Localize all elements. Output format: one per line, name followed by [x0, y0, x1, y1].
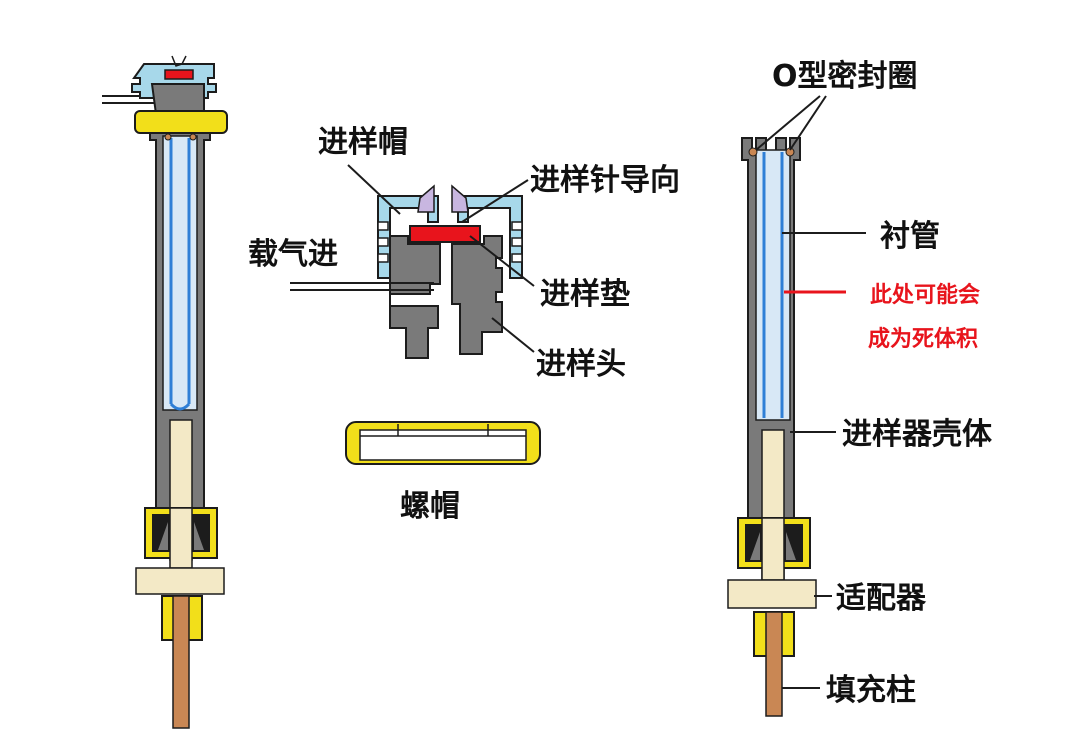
- label-septum: 进样垫: [540, 277, 630, 312]
- label-nut: 螺帽: [400, 489, 460, 524]
- center-needle-guide-right: [451, 184, 469, 213]
- right-adapter: [727, 579, 817, 609]
- nut-bore: [359, 429, 527, 461]
- center-septum: [409, 225, 481, 243]
- left-needle-guide: [171, 55, 187, 67]
- center-inlet-head-right: [451, 235, 503, 355]
- center-needle-guide-left: [417, 184, 435, 213]
- left-nut: [134, 110, 228, 134]
- label-o-ring: O型密封圈: [772, 59, 918, 94]
- label-injector-body: 进样器壳体: [842, 417, 993, 452]
- leader-inlet-head: [491, 317, 535, 353]
- left-injector-assembly: [102, 55, 228, 729]
- leader-o-ring-left: [755, 95, 821, 151]
- label-inlet-head: 进样头: [536, 347, 626, 382]
- right-ferrule: [750, 532, 796, 560]
- center-inlet-head-left: [389, 235, 441, 359]
- label-dead-volume-line1: 此处可能会: [870, 282, 980, 308]
- labels: 进样帽 进样针导向 载气进 进样垫 进样头 螺帽 O型密封圈 衬管 此处可能会 …: [248, 59, 993, 708]
- center-cap-right-notches: [511, 221, 523, 263]
- center-exploded-head: [290, 164, 535, 359]
- right-packed-column: [765, 611, 783, 717]
- left-septum: [164, 69, 194, 80]
- label-needle-guide: 进样针导向: [530, 163, 680, 198]
- left-o-ring-a: [164, 133, 172, 141]
- leader-needle-guide: [461, 179, 529, 223]
- label-carrier-gas-in: 载气进: [248, 237, 338, 272]
- right-injector-assembly: [727, 95, 866, 717]
- center-cap-left-notches: [377, 221, 389, 263]
- left-ferrule: [158, 522, 204, 550]
- leader-inlet-cap: [347, 164, 401, 215]
- left-adapter-stem: [169, 507, 193, 569]
- label-adapter: 适配器: [836, 581, 927, 616]
- left-adapter: [135, 567, 225, 595]
- center-nut: [345, 421, 541, 465]
- right-adapter-stem: [761, 517, 785, 581]
- left-liner-bottom: [169, 402, 191, 411]
- right-o-ring-right: [785, 147, 795, 157]
- right-liner-bore: [755, 149, 791, 421]
- left-liner-bore: [162, 135, 198, 411]
- left-o-ring-b: [189, 133, 197, 141]
- label-dead-volume-line2: 成为死体积: [868, 327, 978, 352]
- leader-o-ring-right: [789, 95, 827, 151]
- label-column: 填充柱: [826, 673, 916, 708]
- leader-septum: [469, 235, 535, 287]
- left-packed-column: [172, 595, 190, 729]
- label-inlet-cap: 进样帽: [318, 125, 408, 160]
- right-o-ring-left: [748, 147, 758, 157]
- label-liner: 衬管: [880, 219, 940, 254]
